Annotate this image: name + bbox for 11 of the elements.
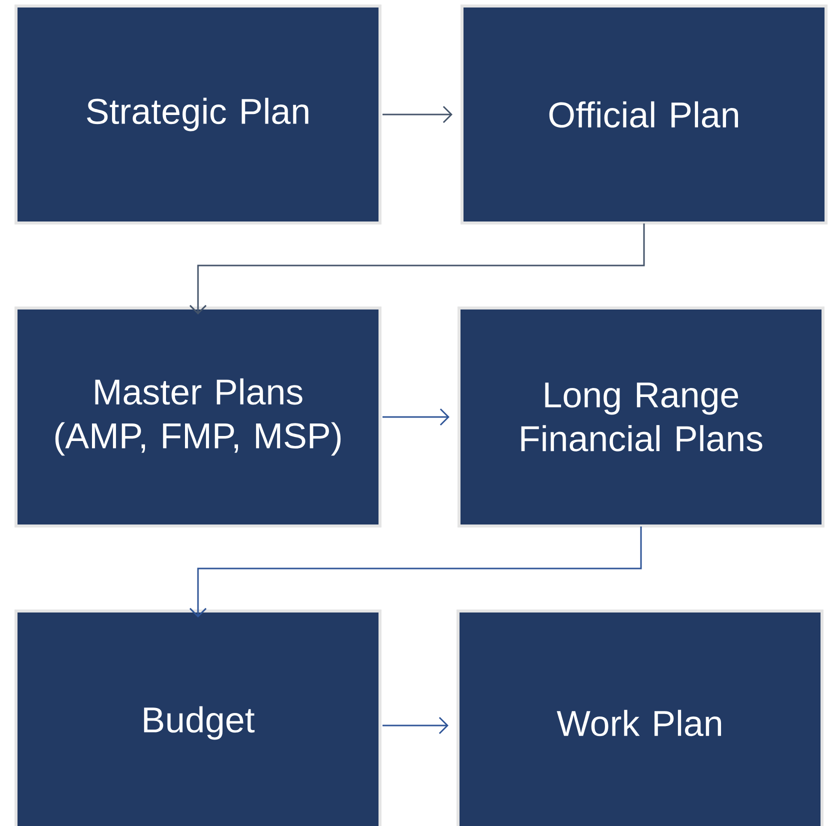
- process-box: Budget: [14, 610, 382, 826]
- arrow: [189, 224, 645, 314]
- process-box: Strategic Plan: [14, 4, 382, 224]
- arrow: [382, 106, 452, 124]
- arrow: [382, 716, 448, 734]
- arrow: [382, 408, 450, 426]
- arrow: [189, 526, 642, 618]
- process-box: Master Plans (AMP, FMP, MSP): [14, 306, 382, 528]
- process-box: Long Range Financial Plans: [458, 306, 825, 528]
- process-box: Work Plan: [456, 610, 824, 826]
- process-box: Official Plan: [460, 4, 828, 224]
